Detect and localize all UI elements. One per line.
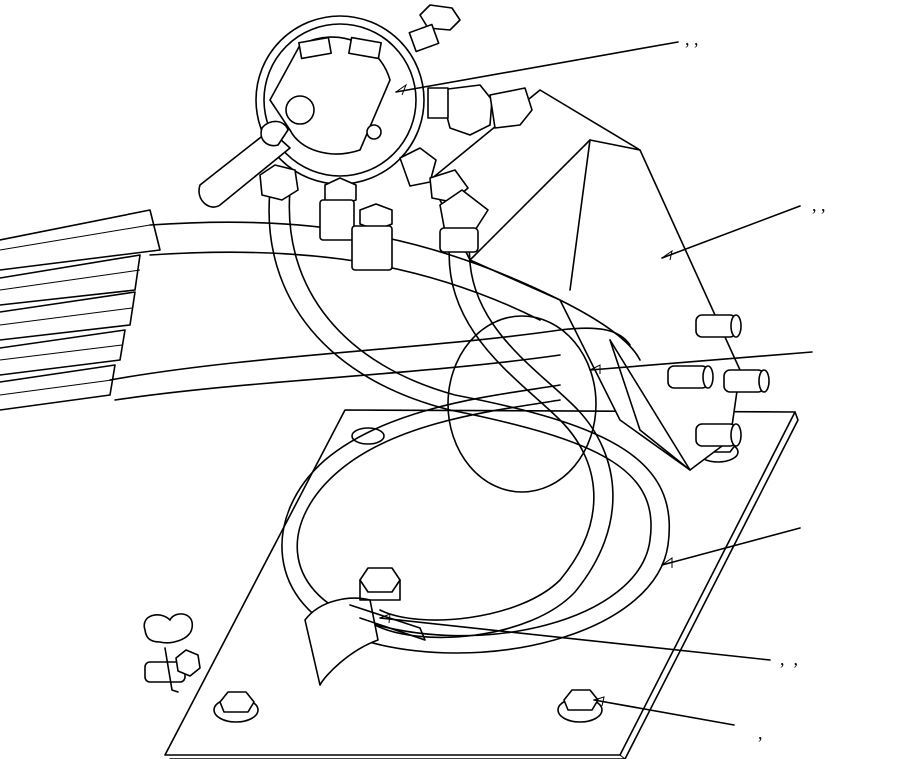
- detail-circle: [447, 315, 597, 493]
- base-plate: [164, 409, 799, 759]
- callout-label: , ,: [685, 29, 699, 49]
- clip-part: [143, 613, 201, 693]
- callout-label: , ,: [780, 649, 798, 669]
- hose-clamp: [304, 567, 426, 686]
- fitting: [259, 4, 533, 271]
- bracket-stud: [667, 314, 770, 447]
- valve-body: [198, 15, 425, 208]
- plate-bolt: [213, 427, 739, 723]
- callout-label: , ,: [812, 195, 826, 215]
- callout-label: ,: [758, 723, 763, 743]
- leader-line: [379, 41, 813, 726]
- loop-hose: [268, 189, 671, 654]
- hose-bundle: [0, 209, 641, 411]
